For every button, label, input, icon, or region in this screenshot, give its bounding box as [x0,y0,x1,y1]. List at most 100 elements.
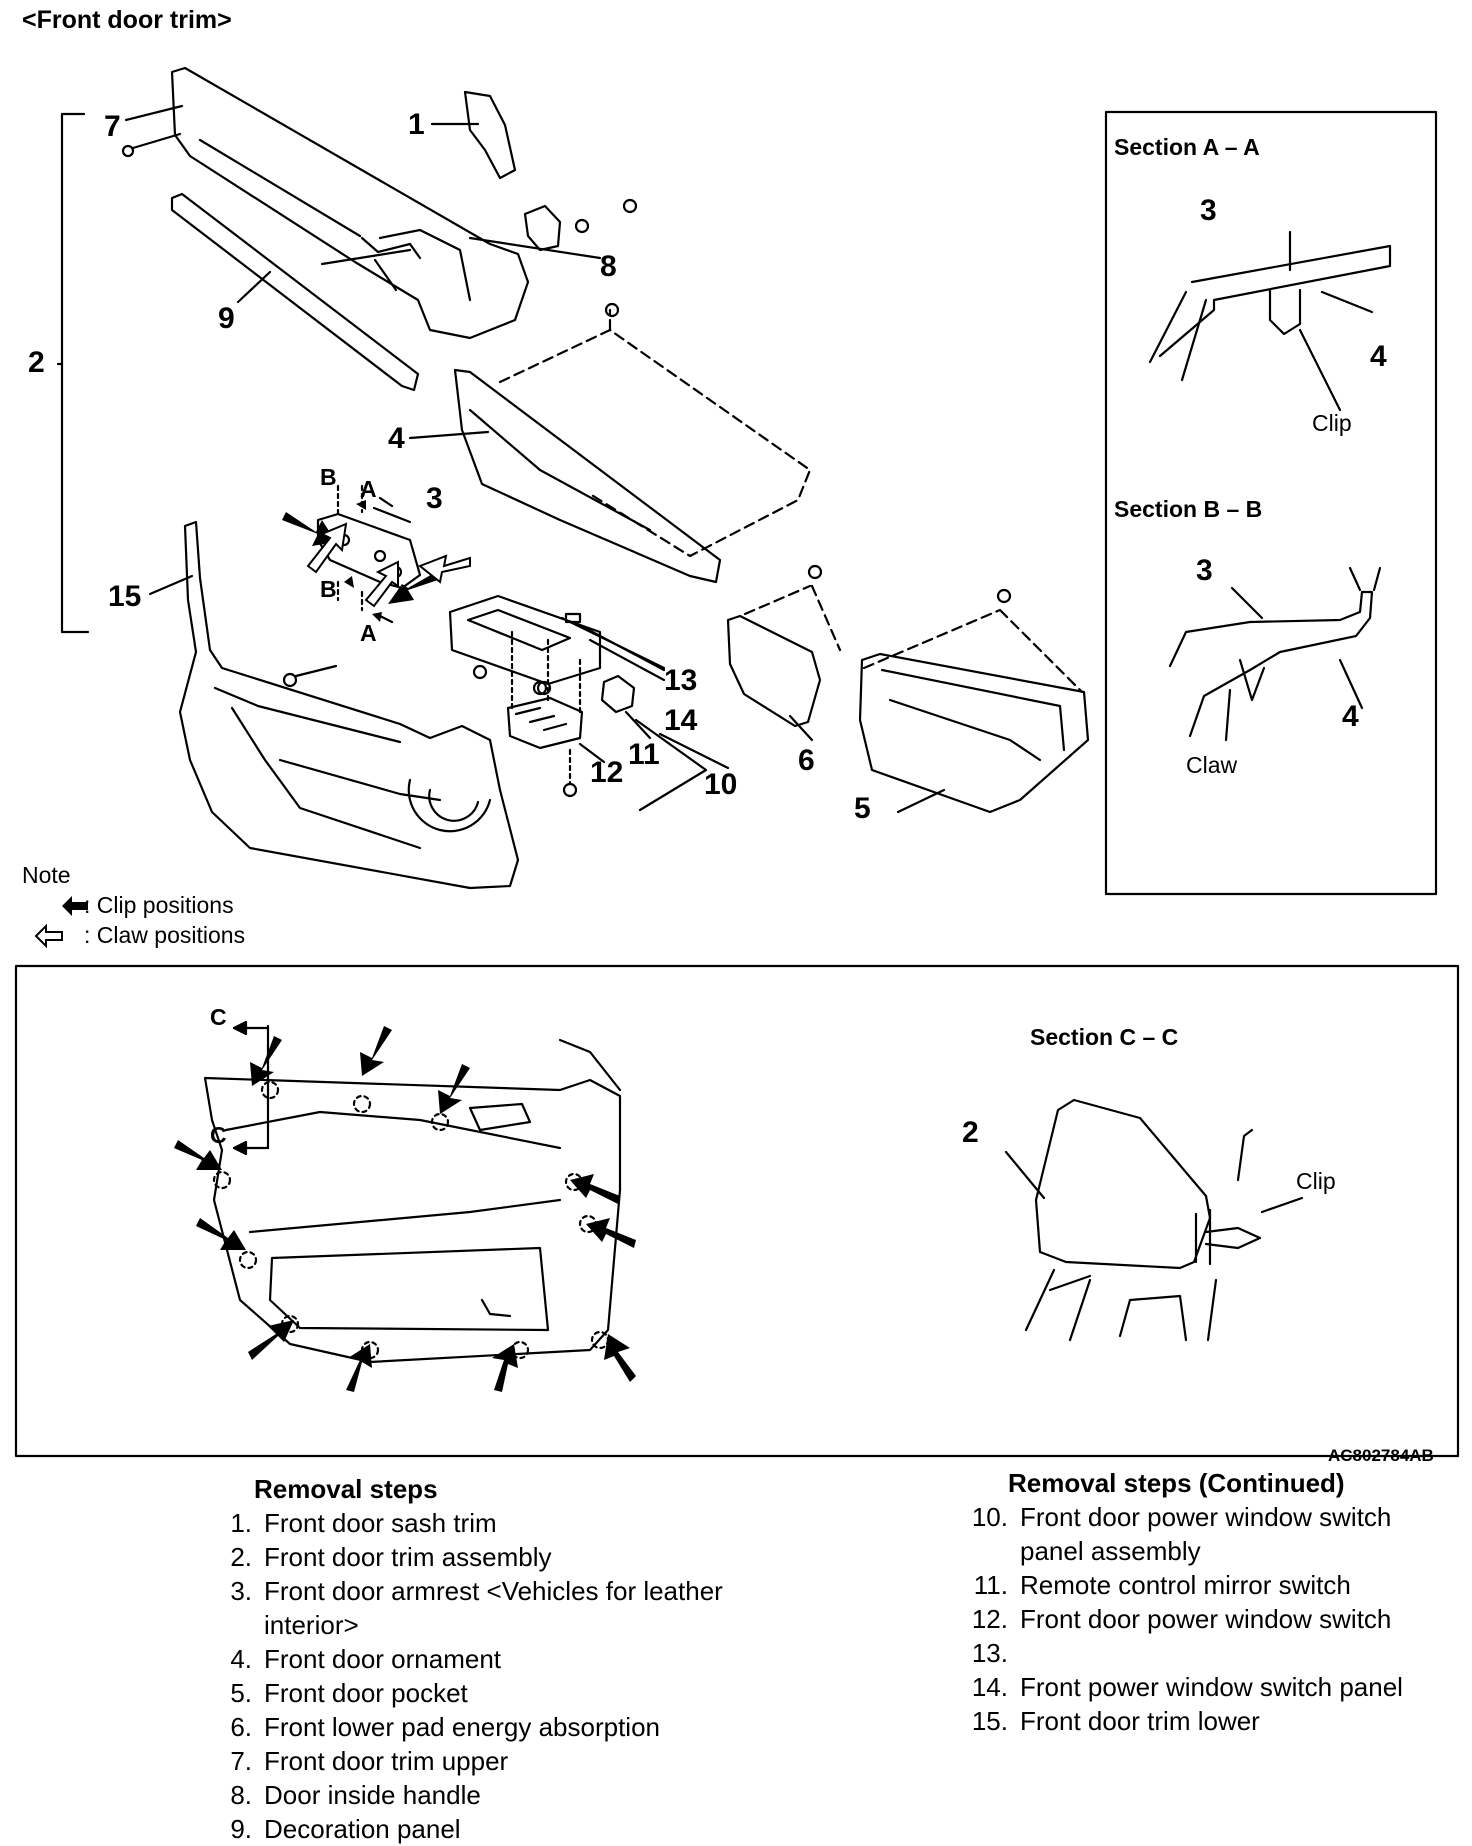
callout-3: 3 [426,482,443,515]
clip-arrow-icon [248,1320,294,1360]
clip-arrow-icon [438,1064,470,1114]
step-text: Front lower pad energy absorption [264,1712,661,1742]
callout-9: 9 [218,302,235,335]
callout-5: 5 [854,792,871,825]
bracket-2 [60,112,90,634]
step-number: 13. [971,1638,1008,1668]
section-mark-a-bottom: A [360,620,377,646]
section-cc-clip: Clip [1296,1168,1336,1194]
step-text: Remote control mirror switch [1020,1570,1351,1600]
callout-10: 10 [704,768,738,801]
step-number: 14. [971,1672,1008,1702]
part-6-energy-pad [726,614,822,728]
section-mark-a-top: A [360,476,377,502]
section-mark-b-top: B [320,464,337,490]
part-11-mirror-switch [600,674,636,714]
step-number: 12. [971,1604,1008,1634]
section-bb-3: 3 [1196,554,1213,587]
section-bb-claw: Claw [1186,752,1238,778]
removal-steps-continued: Removal steps (Continued) 10. Front door … [956,1466,1446,1738]
section-mark-b-bottom: B [320,576,337,602]
clip-arrow-icon [360,1026,392,1076]
callout-2: 2 [28,346,45,379]
part-4-ornament [453,368,722,584]
claw-arrow-icon [34,923,63,949]
step-text: Front door sash trim [264,1508,497,1538]
step-text: Door inside handle [264,1780,481,1810]
clip-arrow-icon [62,896,88,916]
section-cc-2: 2 [962,1116,979,1149]
page-title: <Front door trim> [22,6,232,34]
clip-arrow-icon [346,1344,372,1392]
callout-7: 7 [104,110,121,143]
part-7-trim-upper [170,66,530,340]
part-14-switch-panel [448,594,602,686]
part-9-decoration-panel [170,192,420,392]
section-aa-3: 3 [1200,194,1217,227]
section-aa-4: 4 [1370,340,1387,373]
step-item: 14.Front power window switch panel [956,1670,1446,1704]
door-trim-view [203,1076,622,1364]
step-item: 2. Front door trim assembly [200,1540,740,1574]
callout-12: 12 [590,756,624,789]
clip-arrow-icon [282,512,336,546]
step-item: 3. Front door armrest <Vehicles for leath… [200,1574,740,1642]
step-item: 9.Decoration panel [200,1812,740,1846]
step-item: 5. Front door pocket [200,1676,740,1710]
clip-arrow-icon [604,1334,636,1382]
step-number: 2. [230,1542,252,1572]
clip-arrow-icon [196,1218,246,1250]
callout-11: 11 [628,738,660,771]
clip-arrow-icon [586,1218,636,1248]
callout-8: 8 [600,250,617,283]
section-cc-title: Section C – C [1030,1024,1179,1050]
section-bb-title: Section B – B [1114,496,1263,522]
step-text: Front door trim upper [264,1746,509,1776]
section-bb-4: 4 [1342,700,1359,733]
step-number: 15. [971,1706,1008,1736]
callout-15: 15 [108,580,142,613]
step-number: 1. [230,1508,252,1538]
step-number: 6. [230,1712,252,1742]
step-number: 3. [230,1576,252,1606]
step-text: Decoration panel [264,1814,461,1844]
callout-1: 1 [408,108,425,141]
figure-code: AC802784AB [1328,1446,1434,1465]
step-item: 12.Front door power window switch [956,1602,1446,1636]
callout-6: 6 [798,744,815,777]
part-15-trim-lower [178,520,520,890]
step-item: 13. [956,1636,1446,1670]
clip-arrow-icon [250,1036,282,1086]
step-text: Front door trim assembly [264,1542,552,1572]
step-item: 15. Front door trim lower [956,1704,1446,1738]
section-aa-bb-frame [1104,110,1438,896]
removal-steps-continued-heading: Removal steps (Continued) [1008,1468,1345,1498]
step-number: 5. [230,1678,252,1708]
part-5-pocket [858,652,1090,814]
clip-arrow-icon [570,1174,620,1204]
step-text: Front door pocket [264,1678,468,1708]
step-item: 7. Front door trim upper [200,1744,740,1778]
step-item: 4.Front door ornament [200,1642,740,1676]
step-number: 8. [230,1780,252,1810]
step-text: Front door ornament [264,1644,502,1674]
step-number: 10. [971,1502,1008,1532]
step-text: Front door trim lower [1020,1706,1260,1736]
clip-arrow-icon [492,1344,518,1392]
claw-arrow-icon [306,522,348,574]
step-number: 7. [230,1746,252,1776]
step-number: 11. [973,1570,1008,1600]
box-4-dashed [498,328,812,558]
step-item: 8. Door inside handle [200,1778,740,1812]
section-mark-c-top: C [210,1004,227,1030]
step-item: 1. Front door sash trim [200,1506,740,1540]
step-text: Front door armrest <Vehicles for leather… [264,1576,723,1640]
note-heading: Note [22,862,71,888]
step-item: 11. Remote control mirror switch [956,1568,1446,1602]
part-1-sash-trim [463,90,517,180]
note-claw: : Claw positions [84,922,246,948]
claw-arrow-icon [418,554,471,584]
callout-4: 4 [388,422,405,455]
